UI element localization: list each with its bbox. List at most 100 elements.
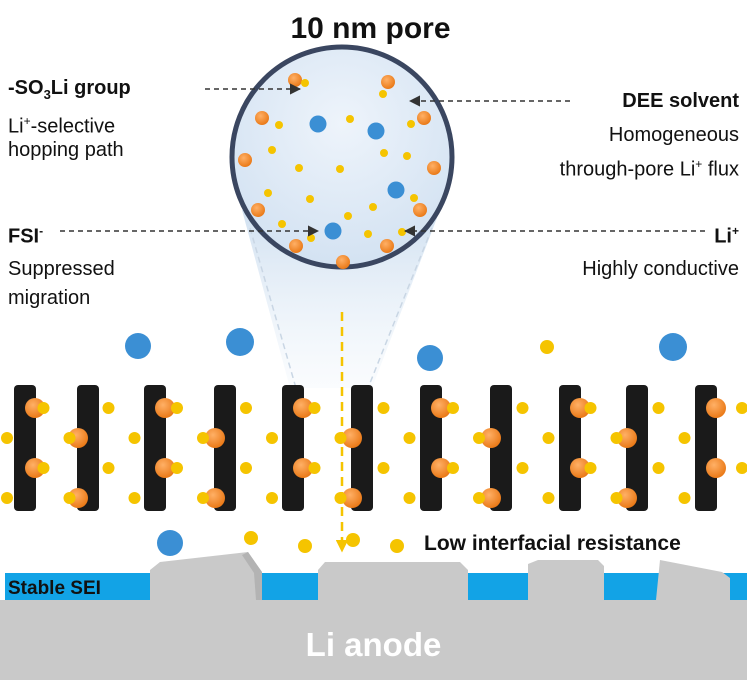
so3li-group-ball	[293, 398, 313, 418]
diagram-title: 10 nm pore	[290, 12, 451, 45]
li-ion-dot	[37, 462, 50, 474]
li-ion-dot	[171, 402, 183, 414]
li-ion-dot	[307, 234, 315, 242]
li-ion-dot	[398, 228, 406, 236]
li-ion-dot	[542, 432, 555, 444]
so3li-group-ball	[617, 488, 637, 508]
li-ion-dot	[380, 149, 388, 157]
so3li-group-ball	[238, 153, 252, 167]
li-ion-dot	[37, 402, 50, 414]
li-ion-dot	[102, 462, 115, 474]
so3li-group-ball	[25, 458, 45, 478]
pore-zoom-circle	[229, 44, 455, 270]
fsi-anion-ball	[417, 345, 443, 371]
li-ion-dot	[63, 492, 76, 504]
li-ion-dot	[584, 402, 597, 414]
li-ion-dot	[240, 402, 252, 414]
li-ion-dot	[1, 492, 13, 504]
so3li-group-ball	[431, 458, 451, 478]
li-ion-dot	[447, 462, 459, 474]
li-ion-dot	[336, 165, 344, 173]
li-ion-dot	[473, 432, 485, 444]
so3li-group-ball	[431, 398, 451, 418]
label-migration: migration	[8, 287, 91, 309]
li-ion-dot	[736, 462, 747, 474]
label-so3li-group: -SO3Li group	[8, 77, 131, 102]
so3li-group-ball	[155, 458, 175, 478]
fsi-anion-ball	[367, 122, 385, 140]
membrane-pore-wall	[490, 385, 512, 511]
so3li-group-ball	[570, 398, 590, 418]
membrane-pore-wall	[351, 385, 373, 511]
li-ion-dot	[308, 402, 321, 414]
li-ion-dot	[379, 90, 387, 98]
so3li-group-ball	[570, 458, 590, 478]
so3li-group-ball	[288, 73, 302, 87]
membrane-pore-wall	[214, 385, 236, 511]
so3li-group-ball	[706, 458, 726, 478]
cone-edge-left	[249, 227, 297, 389]
li-ion-dot	[540, 340, 554, 354]
anode-shadow-step	[242, 552, 262, 600]
fsi-anion-ball	[125, 333, 151, 359]
li-ion-dot	[652, 402, 665, 414]
so3li-group-ball	[481, 488, 501, 508]
so3li-group-ball	[293, 458, 313, 478]
li-ion-dot	[447, 402, 459, 414]
so3li-group-ball	[427, 161, 441, 175]
li-ion-dot	[244, 531, 258, 545]
so3li-group-ball	[205, 488, 225, 508]
li-ion-dot	[736, 402, 747, 414]
li-ion-dot	[306, 195, 314, 203]
so3li-group-ball	[706, 398, 726, 418]
label-stable-sei: Stable SEI	[8, 578, 101, 599]
label-homogeneous: Homogeneous	[608, 124, 739, 146]
membrane	[1, 385, 747, 511]
so3li-group-ball	[381, 75, 395, 89]
li-anode	[0, 552, 747, 680]
so3li-group-ball	[617, 428, 637, 448]
fsi-anion-ball	[157, 530, 183, 556]
free-ions	[125, 328, 687, 371]
label-li-anode: Li anode	[305, 626, 442, 663]
fsi-anion-ball	[387, 181, 405, 199]
so3li-group-ball	[255, 111, 269, 125]
label-li-plus: Li+	[714, 224, 739, 248]
cone-edge-right	[367, 227, 433, 389]
so3li-group-ball	[417, 111, 431, 125]
li-ion-dot	[346, 533, 360, 547]
label-li-selective: Li+-selective	[8, 114, 116, 138]
fsi-anion-ball	[309, 115, 327, 133]
li-ion-dot	[678, 492, 691, 504]
label-highly-conductive: Highly conductive	[582, 258, 739, 280]
li-ion-dot	[610, 432, 623, 444]
li-ion-dot	[364, 230, 372, 238]
so3li-group-ball	[25, 398, 45, 418]
fsi-anion-ball	[324, 222, 342, 240]
li-ion-dot	[197, 432, 209, 444]
li-ion-dot	[298, 539, 312, 553]
li-ion-dot	[128, 432, 141, 444]
li-ion-dot	[264, 189, 272, 197]
li-ion-dot	[197, 492, 209, 504]
li-ion-dot	[403, 152, 411, 160]
so3li-group-ball	[289, 239, 303, 253]
label-fsi: FSI-	[8, 224, 44, 248]
label-through-pore-flux: through-pore Li+ flux	[559, 157, 739, 181]
label-low-interfacial-resistance: Low interfacial resistance	[424, 532, 681, 555]
label-hopping-path: hopping path	[8, 139, 124, 161]
so3li-group-ball	[336, 255, 350, 269]
li-ion-dot	[377, 402, 390, 414]
label-suppressed: Suppressed	[8, 258, 115, 280]
so3li-group-ball	[342, 428, 362, 448]
anode-ions	[157, 530, 404, 556]
li-ion-dot	[610, 492, 623, 504]
li-ion-dot	[295, 164, 303, 172]
so3li-group-ball	[68, 488, 88, 508]
li-ion-dot	[390, 539, 404, 553]
membrane-pore-wall	[77, 385, 99, 511]
li-ion-dot	[63, 432, 76, 444]
li-ion-dot	[407, 120, 415, 128]
li-ion-dot	[516, 402, 529, 414]
